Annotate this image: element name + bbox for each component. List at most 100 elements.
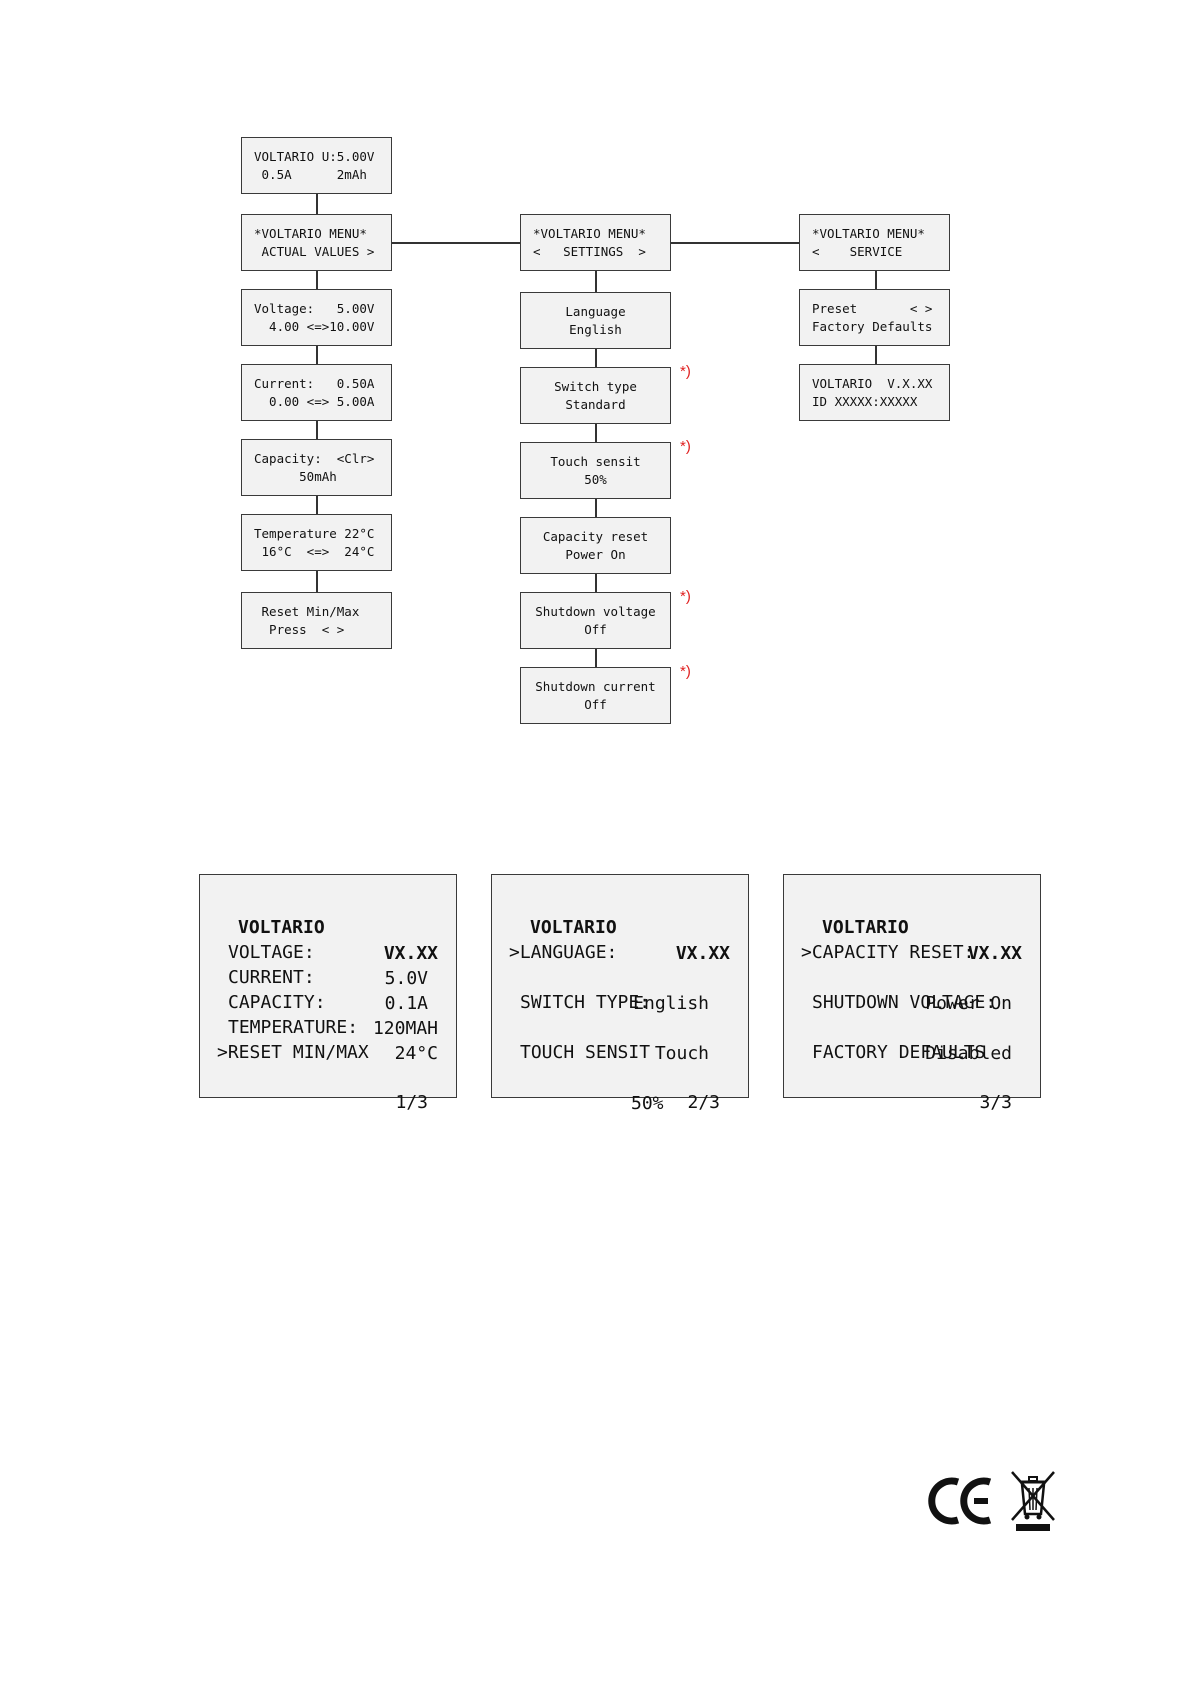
box-line: *VOLTARIO MENU*	[533, 226, 646, 241]
lcd-header: VOLTARIO VX.XX	[784, 890, 1040, 963]
lcd-row: VOLTAGE: 5.0V	[200, 915, 456, 988]
footnote-mark: *)	[680, 438, 691, 455]
lcd-row-value: Touch	[654, 1042, 709, 1064]
connector	[595, 499, 597, 517]
box-line: Temperature 22°C	[254, 526, 375, 541]
box-line: Standard	[565, 397, 626, 412]
lcd-row-value: 120MAH	[372, 1017, 438, 1039]
connector	[670, 242, 800, 244]
lcd-page-indicator: 1/3	[395, 1092, 428, 1114]
box-line: ACTUAL VALUES >	[254, 244, 375, 259]
lcd-row: CURRENT: 0.1A	[200, 940, 456, 1013]
lcd-row	[200, 1040, 456, 1065]
connector	[316, 346, 318, 364]
lcd-row	[784, 1040, 1040, 1065]
footnote-mark: *)	[680, 663, 691, 680]
connector	[875, 271, 877, 289]
ce-mark-icon	[928, 1477, 992, 1525]
lcd-row-label: CAPACITY:	[228, 992, 326, 1014]
menu-service-box: *VOLTARIO MENU* < SERVICE	[799, 214, 950, 271]
box-line: Language	[565, 304, 626, 319]
lcd-row: >CAPACITY RESET:	[784, 915, 1040, 963]
box-line: *VOLTARIO MENU*	[254, 226, 367, 241]
weee-crossed-bin-icon	[1011, 1471, 1055, 1531]
lcd-row-value: 50%	[631, 1092, 664, 1114]
box-line: Factory Defaults	[812, 319, 933, 334]
box-line: < SETTINGS >	[533, 244, 646, 259]
lcd-page-indicator: 2/3	[687, 1092, 720, 1114]
box-line: *VOLTARIO MENU*	[812, 226, 925, 241]
connector	[316, 421, 318, 439]
lcd-row: English	[492, 940, 748, 1014]
box-line: 4.00 <=>10.00V	[254, 319, 375, 334]
lcd-row-value: 0.1A	[384, 992, 428, 1014]
lcd-row-value: Disabled	[925, 1042, 1012, 1064]
box-line: Capacity reset	[542, 529, 649, 544]
lcd-row-label: CURRENT:	[228, 967, 315, 989]
lcd-screen-1: VOLTARIO VX.XX VOLTAGE: 5.0V CURRENT: 0.…	[199, 874, 457, 1113]
lcd-row-label: TOUCH SENSIT	[520, 1042, 651, 1064]
lcd-row-label: >LANGUAGE:	[509, 942, 618, 964]
lcd-row-label: SWITCH TYPE:	[520, 992, 651, 1014]
display-main-box: VOLTARIO U:5.00V 0.5A 2mAh	[241, 137, 392, 194]
box-line: 50mAh	[254, 469, 337, 484]
lcd-row-value: 5.0V	[384, 967, 428, 989]
lcd-header-version: VX.XX	[383, 942, 438, 964]
connector	[595, 574, 597, 592]
lcd-row: >LANGUAGE:	[492, 915, 748, 963]
box-line: Reset Min/Max	[254, 604, 360, 619]
lcd-screen-3: VOLTARIO VX.XX >CAPACITY RESET: Power On…	[783, 874, 1041, 1113]
lcd-row-label: >CAPACITY RESET:	[801, 942, 975, 964]
lcd-header-title: VOLTARIO	[822, 917, 909, 939]
switch-type-box: Switch type Standard	[520, 367, 671, 424]
lcd-header-title: VOLTARIO	[530, 917, 617, 939]
box-line: 16°C <=> 24°C	[254, 544, 375, 559]
box-line: Switch type	[554, 379, 637, 394]
connector	[391, 242, 521, 244]
version-id-box: VOLTARIO V.X.XX ID XXXXX:XXXXX	[799, 364, 950, 421]
box-line: English	[569, 322, 622, 337]
footnote-mark: *)	[680, 363, 691, 380]
connector	[595, 349, 597, 367]
box-line: Touch sensit	[550, 454, 641, 469]
temperature-box: Temperature 22°C 16°C <=> 24°C	[241, 514, 392, 571]
connector	[595, 424, 597, 442]
box-line: VOLTARIO V.X.XX	[812, 376, 933, 391]
box-line: 0.5A 2mAh	[254, 167, 367, 182]
box-line: < SERVICE	[812, 244, 903, 259]
lcd-row-label: VOLTAGE:	[228, 942, 315, 964]
lcd-row: TEMPERATURE: 24°C	[200, 990, 456, 1063]
lcd-page-indicator: 3/3	[979, 1092, 1012, 1114]
box-line: VOLTARIO U:5.00V	[254, 149, 375, 164]
lcd-row-label: FACTORY DEFAULTS	[812, 1042, 986, 1064]
lcd-row-value: 24°C	[394, 1042, 438, 1064]
lcd-header-version: VX.XX	[967, 942, 1022, 964]
box-line: Preset < >	[812, 301, 933, 316]
lcd-screen-2: VOLTARIO VX.XX >LANGUAGE: English SWITCH…	[491, 874, 749, 1114]
lcd-row-label: >RESET MIN/MAX	[217, 1042, 369, 1064]
lcd-row: SWITCH TYPE:	[492, 965, 748, 1013]
box-line: 0.00 <=> 5.00A	[254, 394, 375, 409]
language-box: Language English	[520, 292, 671, 349]
lcd-page-row: 1/3	[200, 1065, 456, 1113]
box-line: Press < >	[254, 622, 345, 637]
box-line: Off	[584, 622, 607, 637]
lcd-header-version: VX.XX	[675, 942, 730, 964]
lcd-row: Power On	[784, 940, 1040, 1014]
menu-actual-values-box: *VOLTARIO MENU* ACTUAL VALUES >	[241, 214, 392, 271]
lcd-row-label: SHUTDOWN VOLTAGE:	[812, 992, 997, 1014]
lcd-row: SHUTDOWN VOLTAGE:	[784, 965, 1040, 1013]
connector	[316, 496, 318, 514]
box-line: Shutdown current	[535, 679, 656, 694]
lcd-row-label: TEMPERATURE:	[228, 1017, 359, 1039]
box-line: Off	[584, 697, 607, 712]
reset-minmax-box: Reset Min/Max Press < >	[241, 592, 392, 649]
connector	[316, 271, 318, 289]
shutdown-current-box: Shutdown current Off	[520, 667, 671, 724]
capacity-reset-box: Capacity reset Power On	[520, 517, 671, 574]
current-box: Current: 0.50A 0.00 <=> 5.00A	[241, 364, 392, 421]
lcd-row: Disabled	[784, 990, 1040, 1064]
menu-settings-box: *VOLTARIO MENU* < SETTINGS >	[520, 214, 671, 271]
voltage-box: Voltage: 5.00V 4.00 <=>10.00V	[241, 289, 392, 346]
box-line: Shutdown voltage	[535, 604, 656, 619]
